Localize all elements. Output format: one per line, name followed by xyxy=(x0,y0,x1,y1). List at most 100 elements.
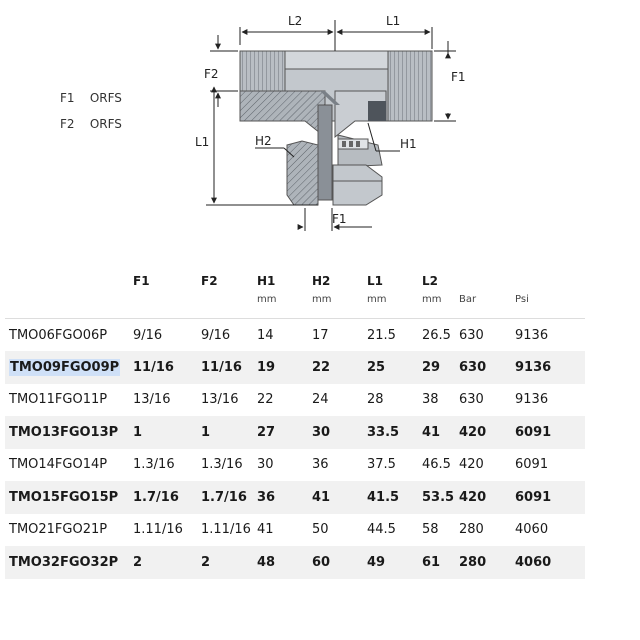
value-cell: 2 xyxy=(133,546,201,579)
value-cell: 9/16 xyxy=(201,327,231,343)
right-thread-end xyxy=(385,50,433,122)
legend-value: ORFS xyxy=(89,91,122,105)
column-header-h1: H1 xyxy=(257,274,276,288)
dim-label-l1-left: L1 xyxy=(195,135,209,149)
legend-code: F2 xyxy=(60,117,75,131)
value-cell: 37.5 xyxy=(367,457,396,473)
value-cell: 9/16 xyxy=(133,327,163,343)
dim-label-h1: H1 xyxy=(400,137,417,151)
part-number[interactable]: TMO14FGO14P xyxy=(9,457,108,473)
dim-label-l2: L2 xyxy=(288,14,302,28)
value-cell: 1 xyxy=(133,416,201,449)
value-cell: 2 xyxy=(201,546,257,579)
unit-cell xyxy=(5,294,133,319)
left-thread-end xyxy=(239,50,289,92)
value-cell: 28 xyxy=(367,392,384,408)
part-number-cell: TMO06FGO06P xyxy=(5,319,133,352)
legend-code: F1 xyxy=(60,91,75,105)
value-cell: 14 xyxy=(257,327,274,343)
dim-label-l1-top: L1 xyxy=(386,14,400,28)
value-cell: 38 xyxy=(422,392,439,408)
value-cell: 17 xyxy=(312,327,329,343)
unit-cell xyxy=(201,294,257,319)
unit-cell: mm xyxy=(312,294,367,319)
value-cell: 9136 xyxy=(515,327,549,343)
value-cell: 420 xyxy=(459,481,515,514)
value-cell: 50 xyxy=(312,522,329,538)
value-cell: 11/16 xyxy=(201,351,257,384)
part-number[interactable]: TMO15FGO15P xyxy=(9,489,119,505)
column-header-f2: F2 xyxy=(201,274,218,288)
value-cell: 4060 xyxy=(515,522,549,538)
value-cell: 25 xyxy=(367,351,422,384)
value-cell: 6091 xyxy=(515,416,585,449)
dim-label-h2: H2 xyxy=(255,134,272,148)
central-bore xyxy=(317,104,333,201)
column-header-f1: F1 xyxy=(133,274,150,288)
fitting-technical-drawing: L2 L1 F2 F1 L1 H2 H1 F1 xyxy=(195,14,466,231)
value-cell: 6091 xyxy=(515,481,585,514)
part-number-cell: TMO13FGO13P xyxy=(5,416,133,449)
part-number-cell: TMO32FGO32P xyxy=(5,546,133,579)
value-cell: 26.5 xyxy=(422,327,451,343)
value-cell: 1.7/16 xyxy=(201,481,257,514)
part-number[interactable]: TMO21FGO21P xyxy=(9,522,108,538)
value-cell: 41.5 xyxy=(367,481,422,514)
value-cell: 1.11/16 xyxy=(133,522,183,538)
specification-table: F1 F2 H1 H2 L1 L2 mm mm mm mm Bar Psi TM… xyxy=(5,268,585,579)
part-number[interactable]: TMO06FGO06P xyxy=(9,327,108,343)
value-cell: 9136 xyxy=(515,392,549,408)
part-number[interactable]: TMO13FGO13P xyxy=(9,424,119,440)
value-cell: 49 xyxy=(367,546,422,579)
value-cell: 61 xyxy=(422,546,459,579)
value-cell: 420 xyxy=(459,416,515,449)
value-cell: 24 xyxy=(312,392,329,408)
column-header xyxy=(515,268,585,294)
value-cell: 1.3/16 xyxy=(133,457,175,473)
value-cell: 1.7/16 xyxy=(133,481,201,514)
value-cell: 13/16 xyxy=(201,392,239,408)
value-cell: 33.5 xyxy=(367,416,422,449)
value-cell: 60 xyxy=(312,546,367,579)
value-cell: 1.3/16 xyxy=(201,457,243,473)
dim-label-f2: F2 xyxy=(204,67,219,81)
value-cell: 13/16 xyxy=(133,392,171,408)
column-header xyxy=(5,268,133,294)
value-cell: 46.5 xyxy=(422,457,451,473)
fitting-body xyxy=(239,50,389,139)
value-cell: 280 xyxy=(459,522,484,538)
swivel-nut xyxy=(286,134,383,206)
value-cell: 11/16 xyxy=(133,351,201,384)
value-cell: 630 xyxy=(459,327,484,343)
dim-label-f1-right: F1 xyxy=(451,70,466,84)
dimension-lines xyxy=(206,20,456,231)
value-cell: 29 xyxy=(422,351,459,384)
value-cell: 9136 xyxy=(515,351,585,384)
part-number-cell: TMO15FGO15P xyxy=(5,481,133,514)
value-cell: 44.5 xyxy=(367,522,396,538)
connection-legend: F1 ORFS F2 ORFS xyxy=(60,90,122,142)
value-cell: 36 xyxy=(257,481,312,514)
value-cell: 1.11/16 xyxy=(201,522,251,538)
unit-cell xyxy=(133,294,201,319)
part-number[interactable]: TMO32FGO32P xyxy=(9,554,119,570)
column-header-h2: H2 xyxy=(312,274,331,288)
part-number[interactable]: TMO11FGO11P xyxy=(9,392,108,408)
value-cell: 19 xyxy=(257,351,312,384)
selected-part-number[interactable]: TMO09FGO09P xyxy=(9,358,121,376)
value-cell: 53.5 xyxy=(422,481,459,514)
column-header-l1: L1 xyxy=(367,274,383,288)
value-cell: 30 xyxy=(312,416,367,449)
part-number-cell: TMO11FGO11P xyxy=(5,384,133,417)
value-cell: 27 xyxy=(257,416,312,449)
value-cell: 280 xyxy=(459,546,515,579)
part-number-cell: TMO14FGO14P xyxy=(5,449,133,482)
